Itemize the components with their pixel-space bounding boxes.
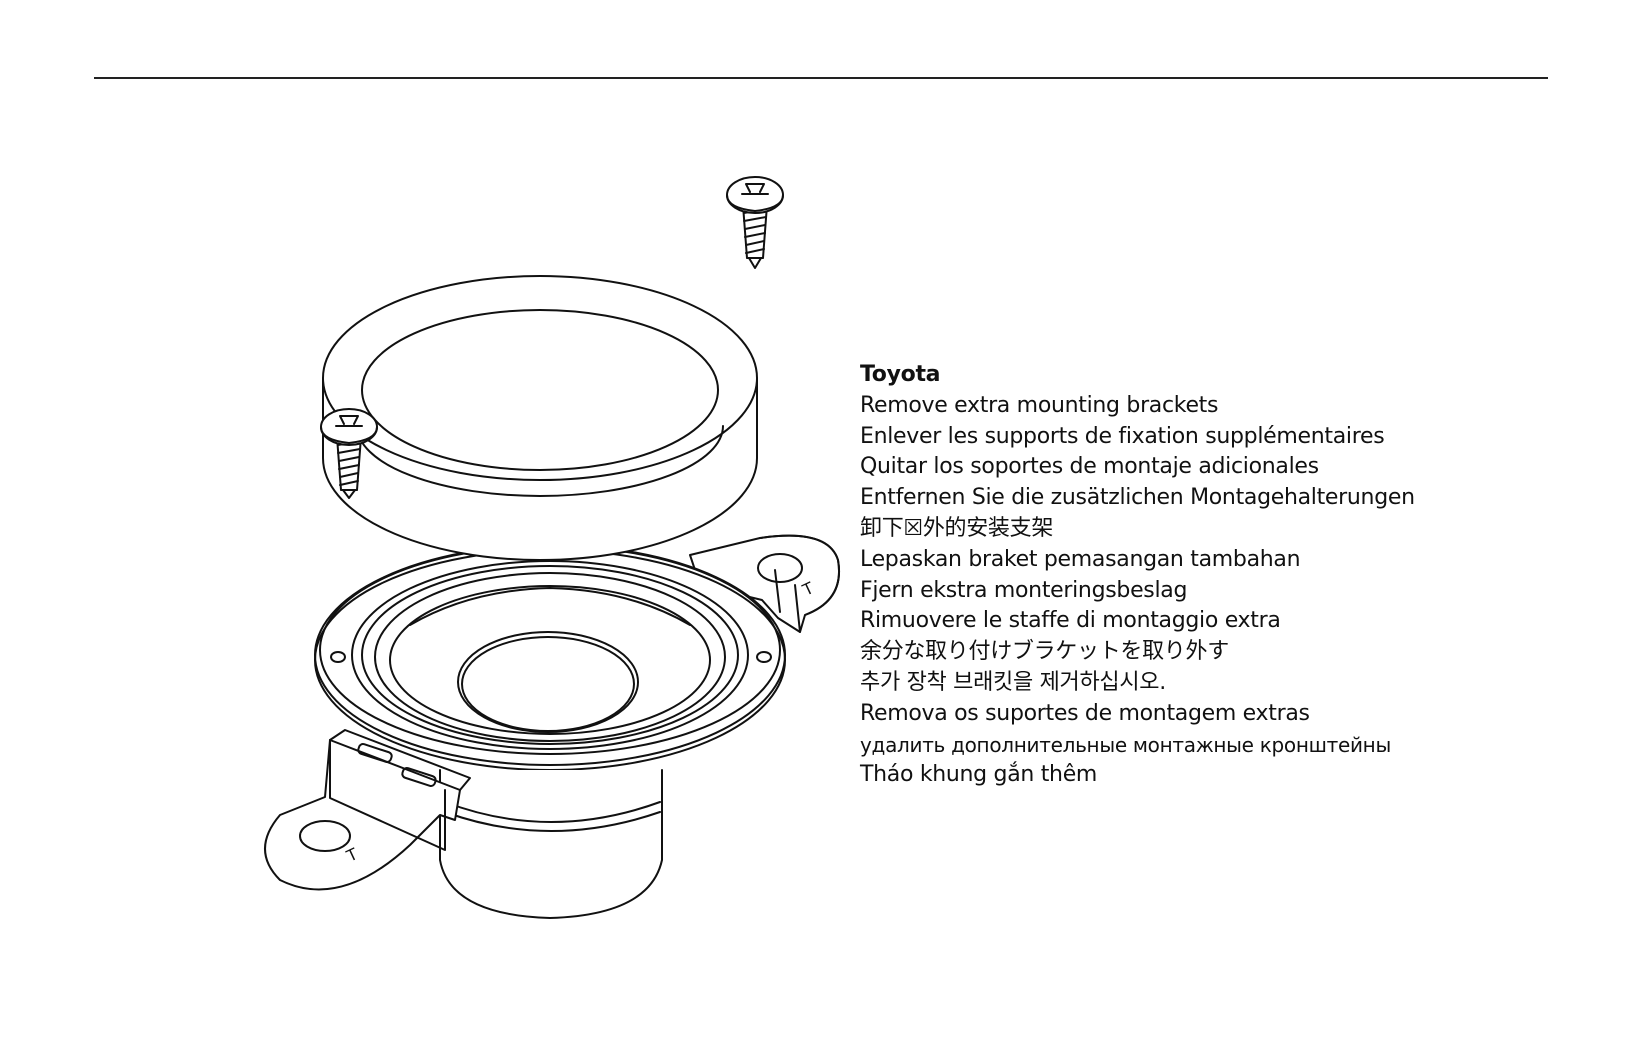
loose-screw <box>726 176 784 269</box>
instruction-portuguese: Remova os suportes de montagem extras <box>860 700 1310 726</box>
instruction-spanish: Quitar los soportes de montaje adicional… <box>860 454 1319 480</box>
instruction-english: Remove extra mounting brackets <box>860 392 1219 418</box>
instruction-japanese: 余分な取り付けブラケットを取り外す <box>860 639 1229 665</box>
instruction-italian: Rimuovere le staffe di montaggio extra <box>860 608 1281 634</box>
removal-instructions: Toyota Remove extra mounting brackets En… <box>860 360 1580 791</box>
left-mounting-bracket: T <box>264 729 471 891</box>
instruction-chinese: 卸下☒外的安装支架 <box>860 515 1054 541</box>
instruction-russian: удалить дополнительные монтажные кронште… <box>860 732 1391 757</box>
brand-heading: Toyota <box>860 362 941 387</box>
ring-screw <box>320 408 378 499</box>
instruction-indonesian: Lepaskan braket pemasangan tambahan <box>860 546 1301 572</box>
speaker-frame: T T <box>264 534 840 919</box>
spacer-ring <box>322 275 758 561</box>
instruction-german: Entfernen Sie die zusätzlichen Montageha… <box>860 485 1415 511</box>
instruction-danish: Fjern ekstra monteringsbeslag <box>860 577 1188 603</box>
right-mounting-bracket: T <box>689 534 840 633</box>
instruction-vietnamese: Tháo khung gắn thêm <box>860 762 1098 788</box>
instruction-korean: 추가 장착 브래킷을 제거하십시오. <box>860 669 1166 695</box>
instruction-french: Enlever les supports de fixation supplém… <box>860 423 1385 449</box>
top-divider <box>94 77 1548 79</box>
